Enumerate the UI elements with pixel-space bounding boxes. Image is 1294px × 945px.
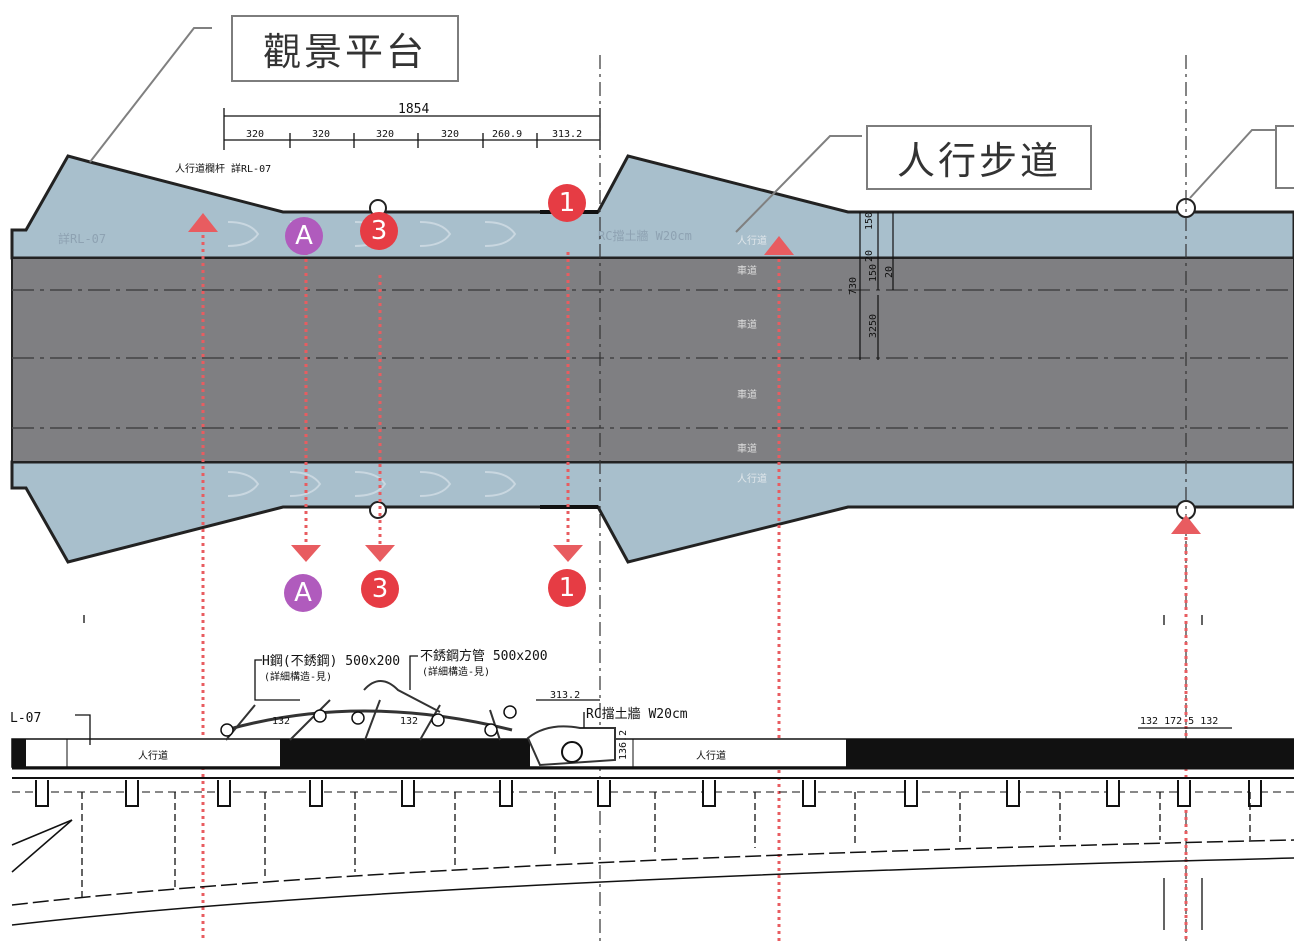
section-label-tube: 不銹鋼方管 500x200	[420, 648, 548, 664]
marker-3-top: 3	[360, 212, 398, 250]
rc-wall-faint: RC擋土牆 W20cm	[598, 228, 692, 243]
lane-label: 車道	[737, 442, 757, 455]
section-label-l07: L-07	[10, 711, 41, 726]
callout-sidewalk: 人行步道	[866, 125, 1092, 190]
dim-segment: 320	[441, 129, 459, 140]
callout-edge-right	[1275, 125, 1294, 189]
dim-segment: 320	[246, 129, 264, 140]
section-label-hbeam: H鋼(不銹鋼) 500x200	[262, 654, 400, 669]
rail-node	[561, 741, 583, 763]
dim-vertical: 3250	[868, 314, 879, 338]
rail-node	[351, 711, 365, 725]
railing-ref-faint: 詳RL-07	[58, 231, 106, 246]
marker-a-top: A	[285, 217, 323, 255]
dim-segment: 320	[312, 129, 330, 140]
marker-3-bottom: 3	[361, 570, 399, 608]
girders	[35, 780, 1262, 807]
dim-vertical: 150	[868, 264, 879, 282]
rail-node	[484, 723, 498, 737]
rail-node	[431, 713, 445, 727]
lower-deck	[10, 460, 1294, 564]
section-dim-132: 132	[400, 716, 418, 727]
section-dim-313: 313.2	[550, 690, 580, 701]
rail-node	[313, 709, 327, 723]
section-label-tube-sub: (詳細構造-見)	[422, 665, 490, 678]
marker-1-bottom: 1	[548, 569, 586, 607]
column-marker	[369, 501, 387, 519]
dim-segment: 260.9	[492, 129, 522, 140]
right-dimension-stack	[859, 212, 894, 360]
section-view	[11, 738, 1294, 793]
dim-vertical: 150	[864, 212, 875, 230]
section-label-hbeam-sub: (詳細構造-見)	[264, 670, 332, 683]
rail-node	[220, 723, 234, 737]
section-leaders	[75, 615, 1232, 930]
section-label-rc: RC擋土牆 W20cm	[586, 707, 688, 722]
section-label-sidewalk: 人行道	[696, 749, 726, 762]
rail-node	[503, 705, 517, 719]
callout-viewing-platform: 觀景平台	[231, 15, 459, 82]
section-label-sidewalk: 人行道	[138, 749, 168, 762]
dim-vertical: 20	[884, 266, 895, 278]
section-dim-1362: 136.2	[618, 730, 629, 760]
top-dimension-chain	[223, 108, 601, 150]
section-arrows	[188, 213, 1201, 562]
lane-label: 車道	[737, 264, 757, 277]
diaphragm-lines	[81, 792, 1251, 900]
section-lines	[201, 228, 1188, 941]
section-dim-132b: 132	[272, 716, 290, 727]
leader-lines	[89, 27, 1276, 233]
dim-vertical: 20	[864, 250, 875, 262]
lane-lines	[12, 289, 1294, 429]
dim-segment: 320	[376, 129, 394, 140]
soffit-lines	[11, 819, 1294, 926]
marker-1-top: 1	[548, 184, 586, 222]
dim-vertical: 730	[848, 277, 859, 295]
dim-segment: 313.2	[552, 129, 582, 140]
railing-ref-label: 人行道欄杆 詳RL-07	[175, 162, 271, 175]
lane-label: 車道	[737, 318, 757, 331]
section-dim-right: 132 172 5 132	[1140, 716, 1218, 727]
dim-overall: 1854	[398, 102, 429, 117]
lane-label: 人行道	[737, 472, 767, 485]
lane-label: 車道	[737, 388, 757, 401]
marker-a-bottom: A	[284, 574, 322, 612]
lane-label: 人行道	[737, 234, 767, 247]
